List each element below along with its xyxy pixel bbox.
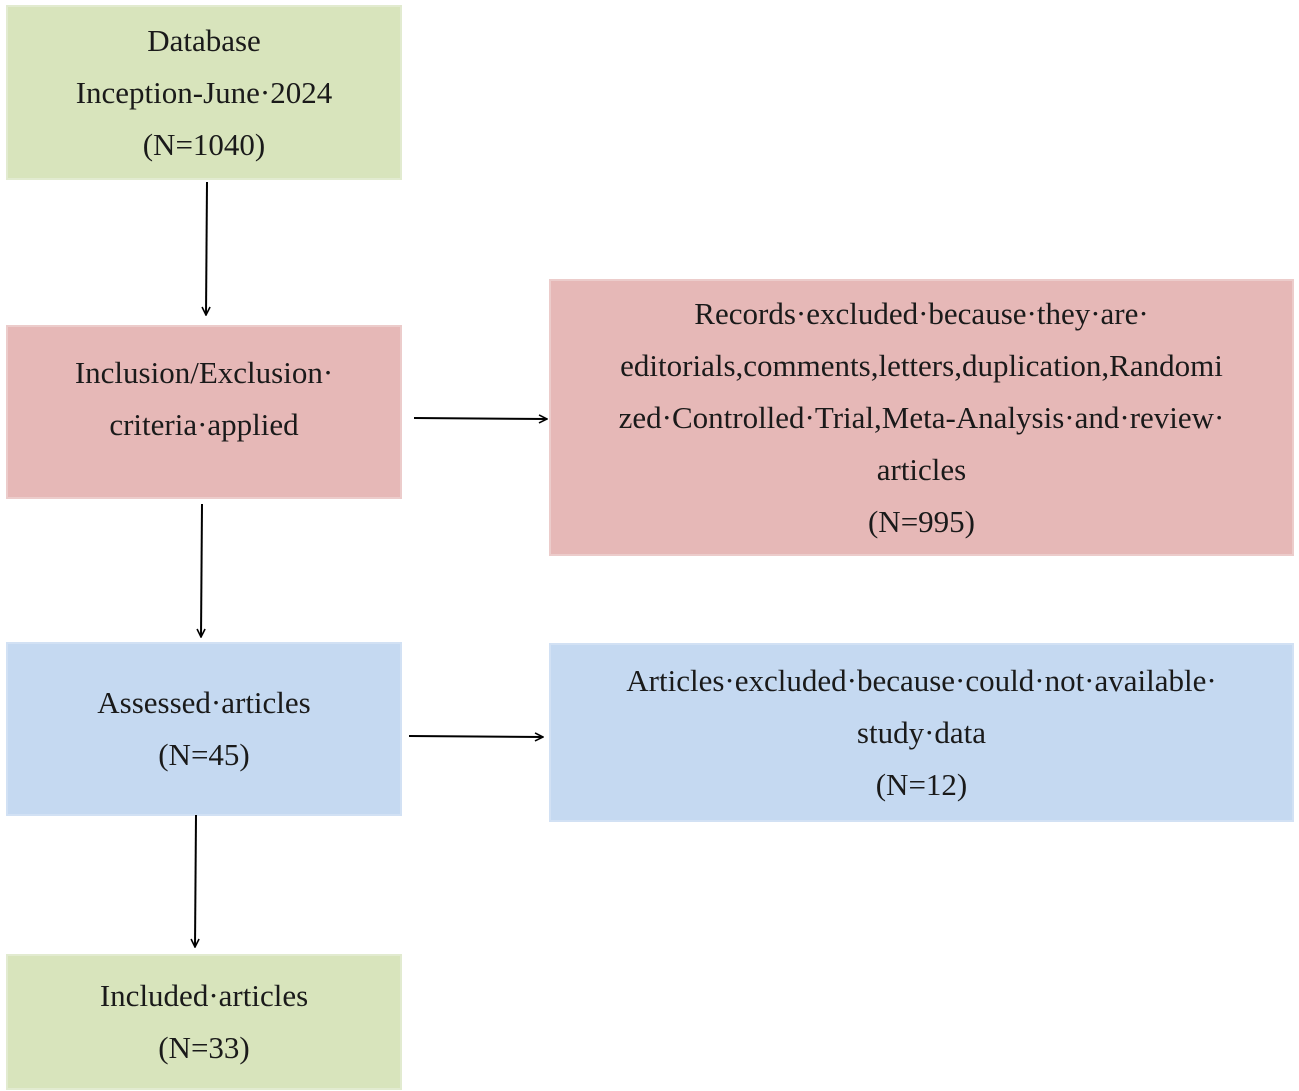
arrow-assessed-to-articles-excluded (408, 736, 543, 737)
articles-excluded-box: Articles·excluded·because·could·not·avai… (549, 643, 1294, 822)
records-excluded-count: (N=995) (867, 503, 976, 539)
included-line-1: Included·articles (99, 978, 309, 1013)
database-line-2: Inception-June·2024 (75, 74, 333, 110)
criteria-box: Inclusion/Exclusion· criteria·applied (6, 325, 402, 499)
articles-excluded-line-1: Articles·excluded·because·could·not·avai… (626, 662, 1217, 698)
database-line-1: Database (147, 22, 261, 58)
criteria-line-2: criteria·applied (109, 407, 299, 442)
articles-excluded-line-2: study·data (856, 714, 987, 750)
criteria-line-1: Inclusion/Exclusion· (74, 355, 334, 390)
records-excluded-line-4: articles (876, 451, 967, 487)
included-box: Included·articles (N=33) (6, 954, 402, 1090)
database-box: Database Inception-June·2024 (N=1040) (6, 5, 402, 180)
arrow-database-to-criteria (206, 181, 207, 315)
records-excluded-line-1: Records·excluded·because·they·are· (694, 295, 1149, 331)
included-count: (N=33) (158, 1030, 250, 1065)
arrow-criteria-to-records-excluded (413, 418, 547, 419)
arrow-assessed-to-included (195, 814, 196, 947)
assessed-line-1: Assessed·articles (97, 685, 311, 720)
assessed-count: (N=45) (158, 737, 250, 772)
records-excluded-box: Records·excluded·because·they·are· edito… (549, 279, 1294, 556)
records-excluded-line-2: editorials,comments,letters,duplication,… (620, 347, 1223, 383)
database-count: (N=1040) (142, 126, 266, 162)
records-excluded-line-3: zed·Controlled·Trial,Meta-Analysis·and·r… (618, 399, 1225, 435)
assessed-box: Assessed·articles (N=45) (6, 642, 402, 816)
arrow-criteria-to-assessed (201, 503, 202, 637)
articles-excluded-count: (N=12) (875, 766, 968, 802)
